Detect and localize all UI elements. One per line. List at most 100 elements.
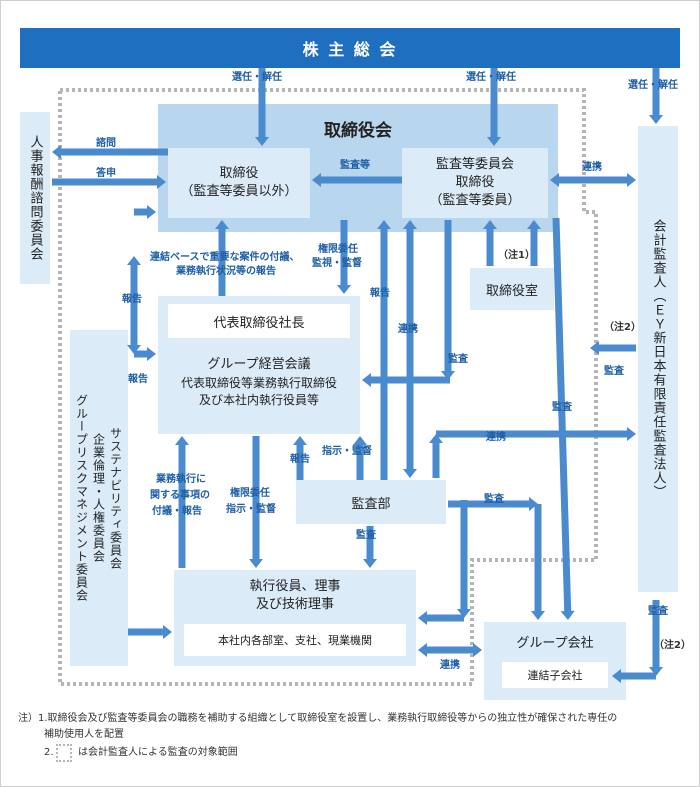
- director-box: 取締役 （監査等委員以外）: [168, 148, 310, 218]
- audit-etc-label: 監査等: [340, 160, 370, 171]
- elect-label-1: 選任・解任: [232, 72, 282, 83]
- coop-label-3: 連携: [486, 432, 506, 443]
- audit-committee-line2: 取締役: [455, 174, 495, 190]
- footnote-line2: 補助使用人を配置: [44, 729, 124, 740]
- arrow-consult: [52, 145, 168, 159]
- consolidated-subsidiaries-label: 連結子会社: [527, 669, 583, 682]
- risk-committee-col2: 企業倫理・人権委員会: [91, 433, 106, 563]
- arrow-audit-exec-h: [418, 611, 464, 625]
- audit-vertical-label-2: 監査: [552, 402, 572, 413]
- audit-vertical-label-1: 監査: [448, 354, 468, 365]
- risk-committee-col1: グループリスクマネジメント委員会: [74, 394, 89, 602]
- note1-mark: （注1）: [498, 250, 535, 261]
- audit-committee-line3: （監査等委員）: [429, 193, 521, 209]
- risk-committee-box: グループリスクマネジメント委員会 企業倫理・人権委員会 サステナビリティ委員会: [70, 330, 128, 666]
- arrow-elect-audit-committee: [487, 68, 501, 146]
- authority-label-line1: 権限委任: [318, 244, 358, 255]
- group-management-title: グループ経営会議: [207, 357, 311, 373]
- arrow-report-risk: [127, 256, 141, 354]
- audit-department-box: 監査部: [296, 480, 446, 524]
- hr-committee-box: 人事報酬諮問委員会: [20, 112, 50, 284]
- arrow-audit-exec: [457, 500, 471, 618]
- arrow-auditor-subsidiaries-h: [612, 669, 656, 683]
- audit-scope-border: [58, 88, 598, 686]
- arrow-audit-dept-group: [448, 497, 538, 511]
- footnote-scope-swatch: [56, 744, 72, 762]
- arrow-audit-to-mgmt: [441, 220, 455, 380]
- arrow-office-2: [527, 220, 541, 266]
- arrow-answer: [52, 175, 166, 189]
- footnote-line3-text: は会計監査人による監査の対象範囲: [78, 747, 238, 758]
- arrow-coop-4: [418, 643, 482, 657]
- accounting-auditor-label: 会計監査人（ＥＹ新日本有限責任監査法人）: [650, 219, 666, 499]
- shareholders-meeting-title: 株 主 総 会: [302, 40, 398, 59]
- arrow-office-1: [483, 220, 497, 266]
- audit-down-label: 監査: [356, 530, 376, 541]
- arrow-audit-etc: [312, 173, 402, 187]
- arrow-report-3: [293, 436, 307, 480]
- executives-line2: 及び技術理事: [255, 596, 334, 612]
- director-office-box: 取締役室: [470, 268, 554, 310]
- arrow-coop-2: [403, 220, 417, 478]
- arrow-report-to-committee: [377, 220, 391, 480]
- authority-label-line2: 監視・監督: [312, 258, 362, 269]
- group-management-line3: 及び本社内執行役員等: [198, 393, 319, 408]
- arrow-coop-1: [550, 173, 636, 187]
- audit-label-4: 監査: [484, 494, 504, 505]
- arrow-report-left: [134, 347, 156, 361]
- director-line2: （監査等委員以外）: [180, 184, 298, 199]
- elect-label-2: 選任・解任: [466, 72, 516, 83]
- coop-label-4: 連携: [440, 660, 460, 671]
- president-label: 代表取締役社長: [213, 315, 305, 331]
- arrow-audit-to-group: [552, 217, 575, 620]
- audit-side-label: 監査: [604, 366, 624, 377]
- arrow-delegate: [249, 436, 263, 568]
- director-line1: 取締役: [219, 165, 259, 181]
- delegate-line1: 権限委任: [230, 488, 270, 499]
- president-box: 代表取締役社長: [168, 304, 350, 338]
- arrow-audit-mgmt-head: [362, 373, 450, 387]
- arrow-authority: [337, 220, 351, 294]
- consult-label: 諮問: [96, 138, 116, 149]
- exec-report-line2: 関する事項の: [150, 490, 210, 501]
- headquarters-box: 本社内各部室、支社、現業機関: [184, 624, 406, 656]
- accounting-auditor-box: 会計監査人（ＥＹ新日本有限責任監査法人）: [638, 126, 678, 592]
- instruct-label: 指示・監督: [322, 446, 372, 457]
- group-management-line2: 代表取締役等業務執行取締役: [180, 376, 337, 391]
- report-vertical-label: 報告: [370, 288, 390, 299]
- audit-label-5: 監査: [648, 606, 668, 617]
- group-companies-label: グループ会社: [516, 636, 594, 651]
- arrow-consolidated-report: [215, 220, 229, 296]
- exec-report-line1: 業務執行に: [156, 474, 206, 485]
- audit-committee-line1: 監査等委員会: [435, 156, 514, 172]
- elect-label-3: 選任・解任: [628, 80, 678, 91]
- report-label-1: 報告: [122, 294, 142, 305]
- answer-label: 答申: [96, 168, 116, 179]
- arrow-audit-dept-group-down: [531, 504, 545, 620]
- arrow-elect-board: [255, 68, 269, 146]
- hr-committee-label: 人事報酬諮問委員会: [27, 135, 43, 261]
- arrow-auditor-subsidiaries: [649, 600, 663, 676]
- audit-department-label: 監査部: [351, 496, 391, 512]
- arrow-coop-3-h: [436, 427, 636, 441]
- note2-mark-b: （注2）: [654, 640, 691, 651]
- coop-label-1: 連携: [582, 162, 602, 173]
- director-office-label: 取締役室: [485, 283, 538, 299]
- risk-committee-col3: サステナビリティ委員会: [108, 426, 123, 570]
- coop-label-2: 連携: [398, 324, 418, 335]
- audit-committee-box: 監査等委員会 取締役 （監査等委員）: [402, 148, 548, 218]
- arrow-exec-report: [175, 436, 189, 568]
- exec-report-line3: 付議・報告: [152, 506, 202, 517]
- arrow-risk-exec: [128, 625, 172, 639]
- board-title: 取締役会: [324, 121, 392, 141]
- report-label-3: 報告: [290, 454, 310, 465]
- arrow-auditor-to-mgmt: [590, 341, 636, 355]
- headquarters-label: 本社内各部室、支社、現業機関: [218, 634, 372, 647]
- arrow-coop-3: [429, 434, 443, 478]
- footnote-line1: 注）1.取締役会及び監査等委員会の職務を補助する組織として取締役室を設置し、業務…: [18, 713, 618, 724]
- consolidated-subsidiaries-box: 連結子会社: [502, 662, 608, 688]
- delegate-line2: 指示・監督: [226, 504, 276, 515]
- arrow-instruct: [353, 436, 367, 480]
- group-management-council: グループ経営会議 代表取締役等業務執行取締役 及び本社内執行役員等: [168, 340, 350, 426]
